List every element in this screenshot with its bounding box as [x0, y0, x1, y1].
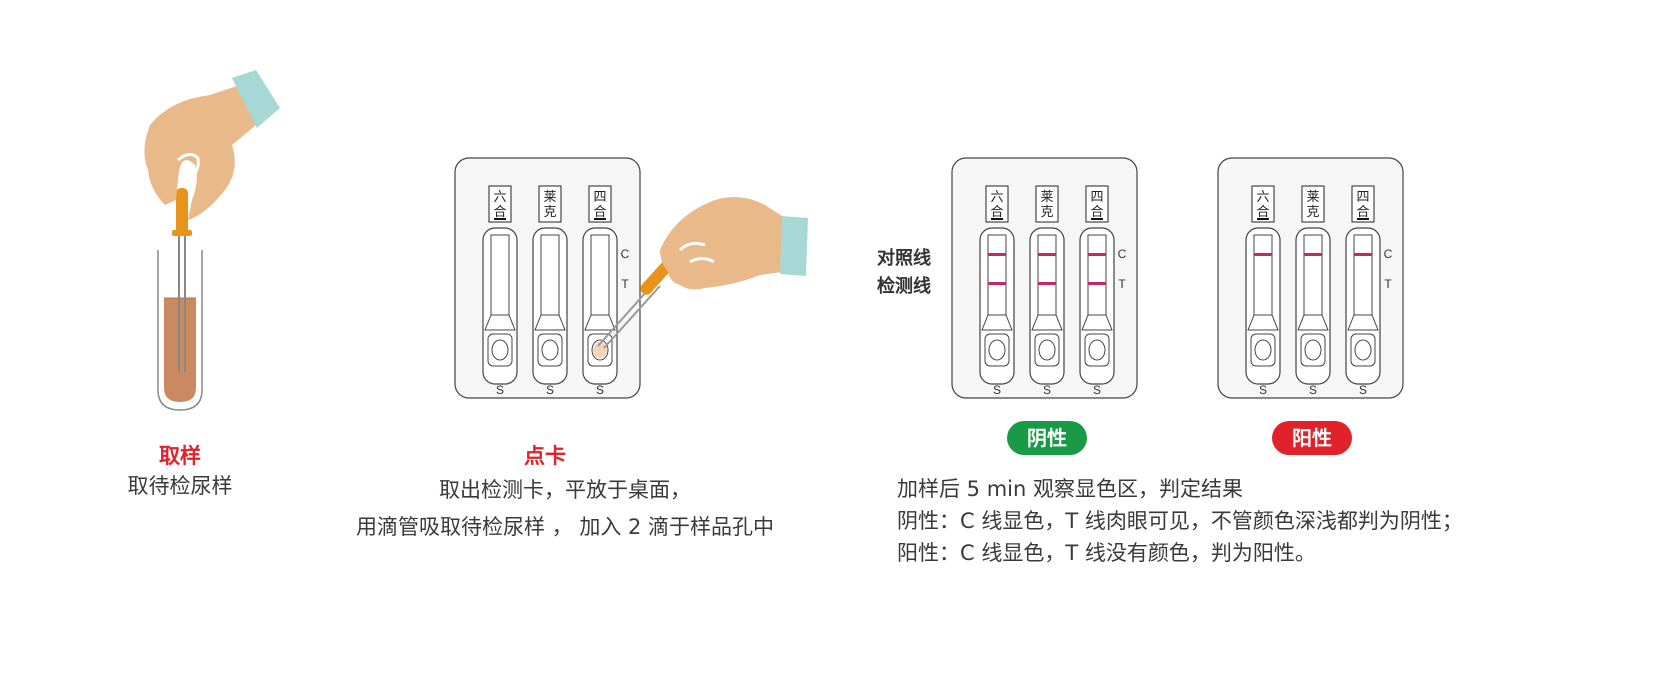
strip-label-char: 莱	[1040, 190, 1053, 205]
test-line	[1038, 282, 1056, 285]
strip-label-char: 合	[1256, 205, 1269, 220]
strip-label-char: 合	[1356, 205, 1369, 220]
sample-mark: S	[596, 383, 604, 397]
strip-label-char: 合	[593, 205, 606, 220]
step1-title: 取样	[159, 444, 201, 468]
step2-strip-2: 莱克 S	[532, 185, 568, 397]
strip-label-char: 六	[990, 190, 1003, 205]
c-mark: C	[1118, 247, 1127, 261]
t-mark: T	[621, 277, 629, 291]
sample-mark: S	[1309, 383, 1317, 397]
negative-strip-2: 莱克 S	[1029, 185, 1065, 397]
step2-strip-3: 四合 S	[582, 185, 618, 397]
sample-mark: S	[1043, 383, 1051, 397]
test-line-label: 检测线	[877, 276, 931, 297]
c-mark: C	[1384, 247, 1393, 261]
test-line	[988, 282, 1006, 285]
hand-step1	[144, 70, 280, 220]
step1-desc: 取待检尿样	[127, 474, 233, 498]
control-line	[1304, 253, 1322, 256]
control-line	[988, 253, 1006, 256]
strip-label-char: 六	[493, 190, 506, 205]
sample-mark: S	[993, 383, 1001, 397]
strip-label-char: 克	[1040, 205, 1053, 220]
control-line	[1354, 253, 1372, 256]
strip-label-char: 克	[543, 205, 556, 220]
step2-strip-1: 六合 S	[482, 185, 518, 397]
control-line	[1088, 253, 1106, 256]
sample-mark: S	[1359, 383, 1367, 397]
positive-strip-3: 四合 S	[1345, 185, 1381, 397]
step2-desc-line2: 用滴管吸取待检尿样 ， 加入 2 滴于样品孔中	[355, 515, 775, 539]
t-mark: T	[1384, 277, 1392, 291]
sample-mark: S	[496, 383, 504, 397]
negative-strip-3: 四合 S	[1079, 185, 1115, 397]
dropper-step1	[172, 188, 192, 372]
strip-label-char: 四	[1090, 190, 1103, 205]
strip-label-char: 合	[493, 205, 506, 220]
strip-label-char: 四	[1356, 190, 1369, 205]
negative-badge: 阴性	[1007, 421, 1087, 455]
test-line	[1088, 282, 1106, 285]
positive-strip-2: 莱克 S	[1295, 185, 1331, 397]
result-line1: 加样后 5 min 观察显色区，判定结果	[897, 477, 1243, 501]
strip-label-char: 莱	[1306, 190, 1319, 205]
strip-label-char: 合	[1090, 205, 1103, 220]
dropper-step2	[597, 261, 672, 349]
t-mark: T	[1118, 277, 1126, 291]
negative-strip-1: 六合 S	[979, 185, 1015, 397]
control-line	[1038, 253, 1056, 256]
c-mark: C	[621, 247, 630, 261]
hand-step2	[660, 196, 808, 290]
strip-label-char: 六	[1256, 190, 1269, 205]
strip-label-char: 四	[593, 190, 606, 205]
strip-label-char: 合	[990, 205, 1003, 220]
sample-mark: S	[1093, 383, 1101, 397]
result-line3: 阳性：C 线显色，T 线没有颜色，判为阳性。	[897, 541, 1316, 565]
step2-desc-line1: 取出检测卡，平放于桌面，	[439, 478, 691, 502]
sample-mark: S	[546, 383, 554, 397]
strip-label-char: 莱	[543, 190, 556, 205]
positive-strip-1: 六合 S	[1245, 185, 1281, 397]
control-line	[1254, 253, 1272, 256]
urine-tube	[157, 250, 203, 411]
result-line2: 阴性：C 线显色，T 线肉眼可见，不管颜色深浅都判为阴性；	[897, 509, 1463, 533]
step2-title: 点卡	[524, 444, 566, 468]
control-line-label: 对照线	[877, 248, 931, 269]
strip-label-char: 克	[1306, 205, 1319, 220]
sample-mark: S	[1259, 383, 1267, 397]
positive-badge: 阳性	[1272, 421, 1352, 455]
